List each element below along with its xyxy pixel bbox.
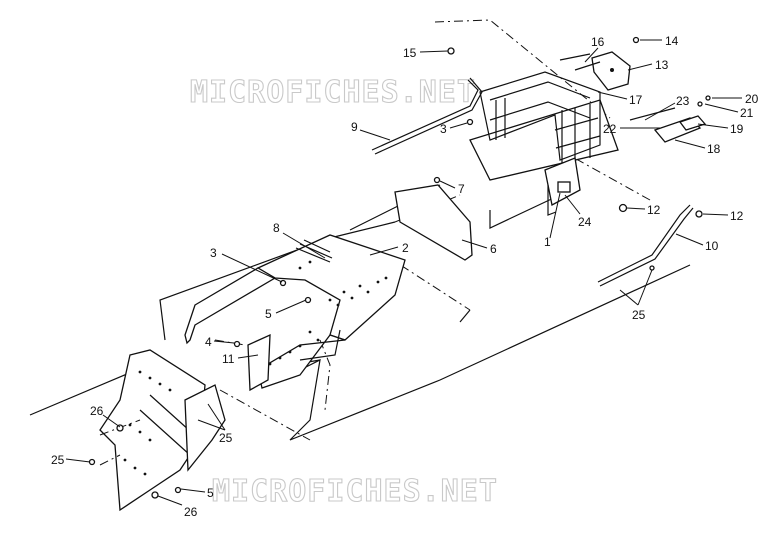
callout-7: 7	[458, 182, 465, 196]
callout-17: 17	[629, 93, 643, 107]
callout-8: 8	[273, 221, 280, 235]
bracket-part-13	[559, 51, 631, 91]
bracket-part-11	[247, 333, 271, 392]
callout-11: 11	[222, 352, 235, 366]
callout-19: 19	[730, 122, 744, 136]
callout-25-middle: 25	[219, 431, 233, 445]
callout-25-right: 25	[632, 308, 646, 322]
callout-12-right: 12	[730, 209, 744, 223]
callout-25-left: 25	[51, 453, 65, 467]
rear-bumper-frame	[469, 71, 619, 216]
callout-5-lower: 5	[207, 486, 214, 500]
leader-lines	[65, 39, 742, 506]
front-bulkhead	[99, 349, 226, 512]
rivet-holes	[268, 260, 388, 366]
rod-part-10	[597, 204, 694, 287]
callout-4: 4	[205, 335, 212, 349]
callout-23: 23	[676, 94, 690, 108]
callout-10: 10	[705, 239, 719, 253]
callout-labels: 15 16 14 13 17 20 23 21 22 19 18 9 3 7 1…	[51, 34, 759, 519]
callout-2: 2	[402, 241, 409, 255]
callout-16: 16	[591, 35, 605, 49]
watermark-bottom: MICROFICHES.NET	[212, 474, 498, 509]
callout-3-lower: 3	[210, 246, 217, 260]
callout-26-lower: 26	[184, 505, 198, 519]
callout-24: 24	[578, 215, 592, 229]
callout-20: 20	[745, 92, 759, 106]
rod-part-9	[371, 77, 483, 155]
callout-14: 14	[665, 34, 679, 48]
callout-3-upper: 3	[440, 122, 447, 136]
callout-26-upper: 26	[90, 404, 104, 418]
callout-5-upper: 5	[265, 307, 272, 321]
callout-18: 18	[707, 142, 721, 156]
hinge-part-18	[629, 107, 707, 143]
callout-6: 6	[490, 242, 497, 256]
callout-15: 15	[403, 46, 417, 60]
callout-22: 22	[603, 122, 617, 136]
hardware	[88, 36, 711, 499]
callout-9: 9	[351, 120, 358, 134]
watermark-top: MICROFICHES.NET	[190, 75, 476, 110]
callout-21: 21	[740, 106, 754, 120]
callout-13: 13	[655, 58, 669, 72]
callout-12-left: 12	[647, 203, 661, 217]
callout-1: 1	[544, 235, 551, 249]
tunnel-plate-part-2	[184, 234, 406, 389]
plate-part-6	[394, 184, 473, 261]
